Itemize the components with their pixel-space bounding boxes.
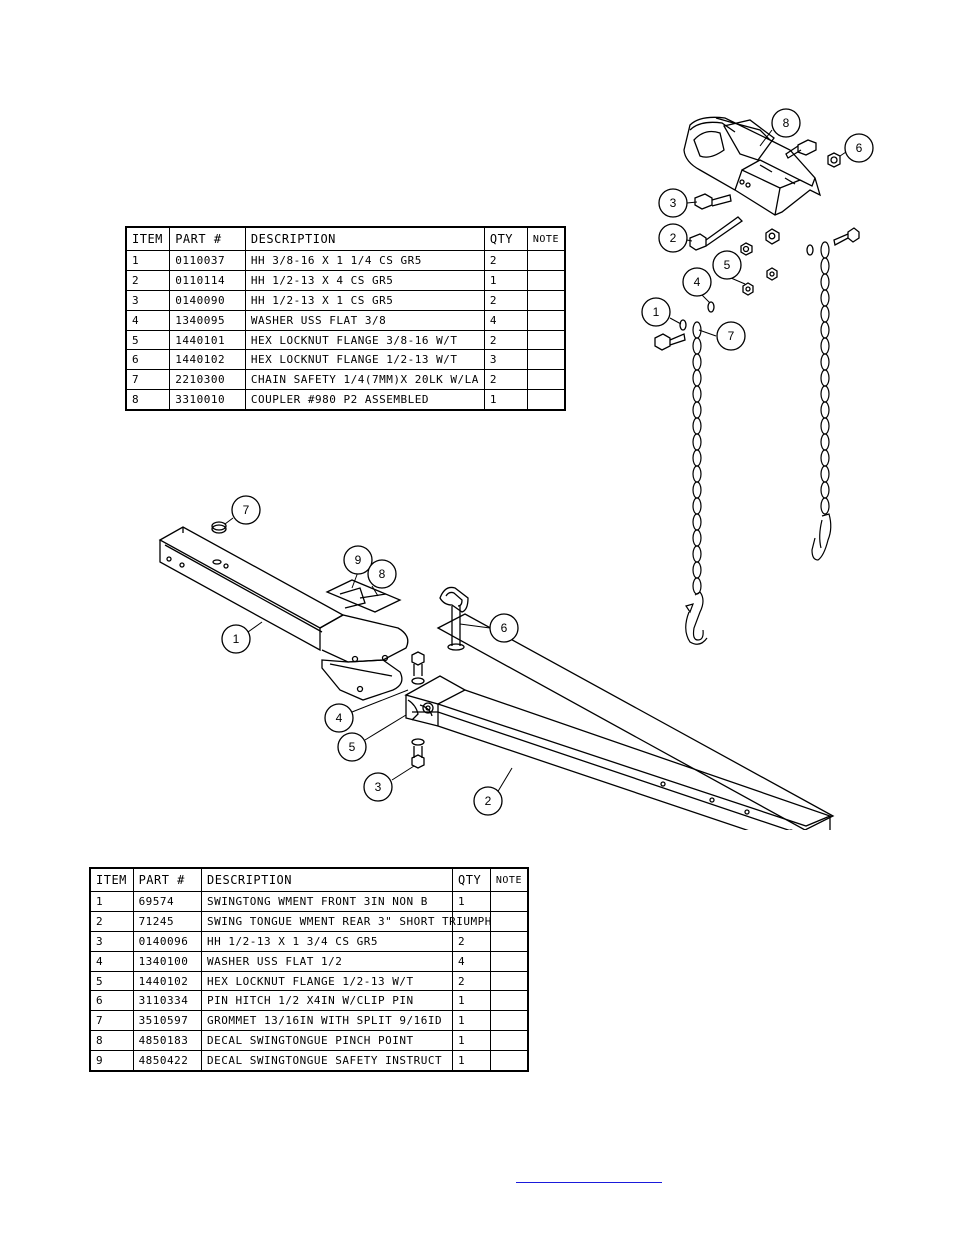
balloon-label: 4 <box>694 275 701 289</box>
cell-note <box>526 389 566 411</box>
hex-nut-icon <box>827 152 841 168</box>
cell-part: 1440102 <box>132 970 203 992</box>
chain-bolt-icon <box>833 227 860 246</box>
cell-description: HEX LOCKNUT FLANGE 1/2-13 W/T <box>201 970 454 992</box>
coupler-parts-table: ITEM PART # DESCRIPTION QTY NOTE 1 011003… <box>125 226 566 412</box>
coupler-exploded-drawing <box>654 116 860 645</box>
swing-tongue-exploded-drawing <box>158 517 835 830</box>
balloon-label: 8 <box>783 116 790 130</box>
safety-chain-icon <box>685 321 708 645</box>
balloon-label: 2 <box>670 231 677 245</box>
balloon-label: 7 <box>728 329 735 343</box>
balloon-label: 8 <box>379 567 386 581</box>
cell-part: 1440101 <box>169 329 246 351</box>
balloon-label: 9 <box>355 553 362 567</box>
balloon-label: 1 <box>233 632 240 646</box>
cell-item: 8 <box>125 389 171 411</box>
cell-description: HH 1/2-13 X 1 3/4 CS GR5 <box>201 930 454 952</box>
balloon-label: 1 <box>653 305 660 319</box>
balloon-label: 6 <box>856 141 863 155</box>
bolt-icon <box>411 651 425 685</box>
cell-part: 69574 <box>132 891 203 912</box>
cell-qty: 1 <box>452 891 491 912</box>
cell-qty: 1 <box>452 1010 491 1032</box>
table-header-row: ITEM PART # DESCRIPTION QTY NOTE <box>125 226 566 251</box>
grommet-icon <box>211 521 227 534</box>
table-header-row: ITEM PART # DESCRIPTION QTY NOTE <box>89 867 529 892</box>
cell-description: DECAL SWINGTONGUE SAFETY INSTRUCT <box>201 1050 454 1072</box>
decal-icon <box>325 579 402 613</box>
balloon-label: 5 <box>724 258 731 272</box>
cell-part: 4850422 <box>132 1050 203 1072</box>
coupler-body <box>683 116 822 216</box>
rear-tongue-weldment <box>404 613 835 830</box>
cell-part: 0110114 <box>169 269 246 291</box>
cell-description: WASHER USS FLAT 3/8 <box>244 309 485 331</box>
header-part: PART # <box>169 226 246 251</box>
balloon-label: 3 <box>375 780 382 794</box>
cell-qty: 1 <box>483 389 528 411</box>
cell-description: DECAL SWINGTONGUE PINCH POINT <box>201 1030 454 1052</box>
header-qty: QTY <box>452 867 491 892</box>
washer-icon <box>679 244 814 331</box>
front-tongue-weldment <box>158 526 409 701</box>
balloon-label: 2 <box>485 794 492 808</box>
safety-chain-icon <box>811 241 832 561</box>
long-bolt-icon <box>689 216 744 251</box>
cell-note <box>489 1050 529 1072</box>
cell-description: GROMMET 13/16IN WITH SPLIT 9/16ID <box>201 1010 454 1032</box>
cell-part: 1340095 <box>169 309 246 331</box>
coupler-bolt-icon <box>785 139 817 159</box>
balloon-label: 4 <box>336 711 343 725</box>
cell-part: 3310010 <box>169 389 246 411</box>
locknut-icon <box>411 738 425 769</box>
cell-part: 0110037 <box>169 250 246 271</box>
balloon-label: 5 <box>349 740 356 754</box>
hitch-pin-icon <box>439 586 469 651</box>
footer-link[interactable] <box>516 1182 662 1183</box>
bolt-icon <box>694 193 732 210</box>
cell-qty: 2 <box>483 289 528 311</box>
header-description: DESCRIPTION <box>201 867 454 892</box>
cell-description: HH 1/2-13 X 4 CS GR5 <box>244 269 485 291</box>
balloon-label: 6 <box>501 621 508 635</box>
cell-qty: 1 <box>452 1050 491 1072</box>
cell-description: COUPLER #980 P2 ASSEMBLED <box>244 389 485 411</box>
locknut-icon <box>740 228 780 296</box>
cell-description: SWING TONGUE WMENT REAR 3" SHORT TRIUMPH <box>201 910 491 932</box>
small-bolt-icon <box>654 333 686 351</box>
balloon-label: 7 <box>243 503 250 517</box>
leader-lines <box>224 517 513 794</box>
cell-description: HEX LOCKNUT FLANGE 3/8-16 W/T <box>244 329 485 351</box>
balloon-label: 3 <box>670 196 677 210</box>
